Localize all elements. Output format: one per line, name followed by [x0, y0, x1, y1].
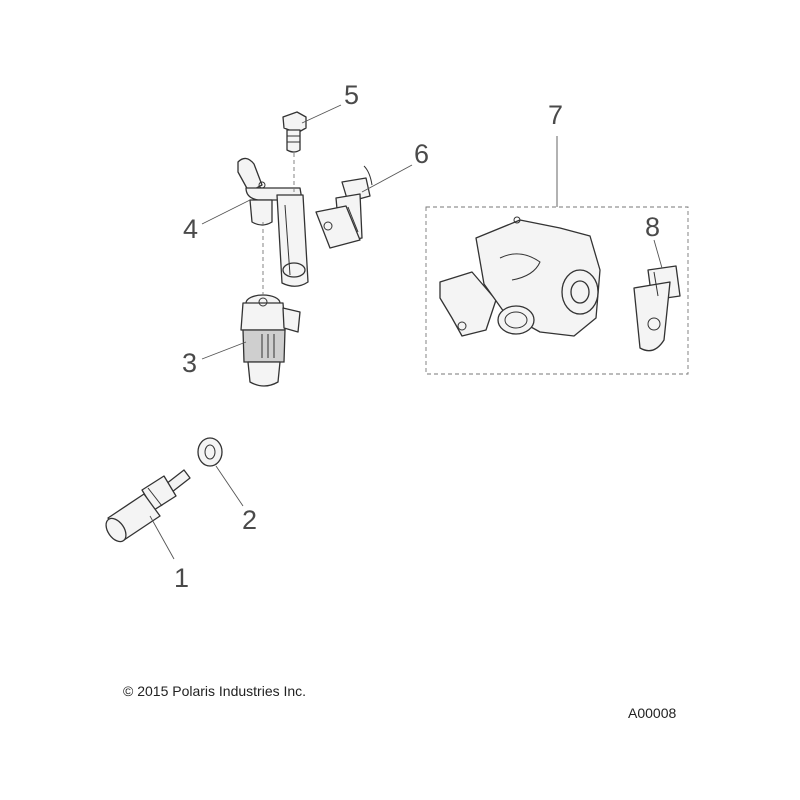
part-2-washer: [197, 437, 223, 467]
callout-2: 2: [242, 505, 257, 535]
assembly-guides: [262, 153, 295, 296]
part-4-fuel-rail-bracket: [237, 157, 309, 287]
leader-1: [149, 515, 175, 560]
part-3-fuel-injector: [240, 294, 301, 387]
callout-7: 7: [548, 100, 563, 130]
callout-5: 5: [344, 80, 359, 110]
callout-6: 6: [414, 139, 429, 169]
callout-3: 3: [182, 348, 197, 378]
leader-3: [201, 341, 247, 360]
callouts: 1 2 3 4 5 6 7 8: [174, 80, 660, 593]
leader-5: [301, 104, 342, 124]
leader-8: [653, 239, 663, 269]
leader-2: [215, 465, 244, 507]
callout-1: 1: [174, 563, 189, 593]
copyright-text: © 2015 Polaris Industries Inc.: [123, 683, 307, 699]
leader-lines: [149, 104, 663, 560]
part-7-throttle-body: [439, 216, 601, 337]
figure-id: A00008: [628, 705, 677, 721]
part-7-group-box: [425, 206, 689, 375]
part-5-bolt: [282, 111, 307, 153]
part-1-temperature-sensor: [105, 469, 191, 543]
part-6-sensor: [315, 165, 373, 249]
part-8-throttle-position-sensor: [633, 265, 681, 352]
leader-6: [361, 164, 413, 193]
callout-8: 8: [645, 212, 660, 242]
callout-4: 4: [183, 214, 198, 244]
leader-4: [201, 199, 251, 225]
